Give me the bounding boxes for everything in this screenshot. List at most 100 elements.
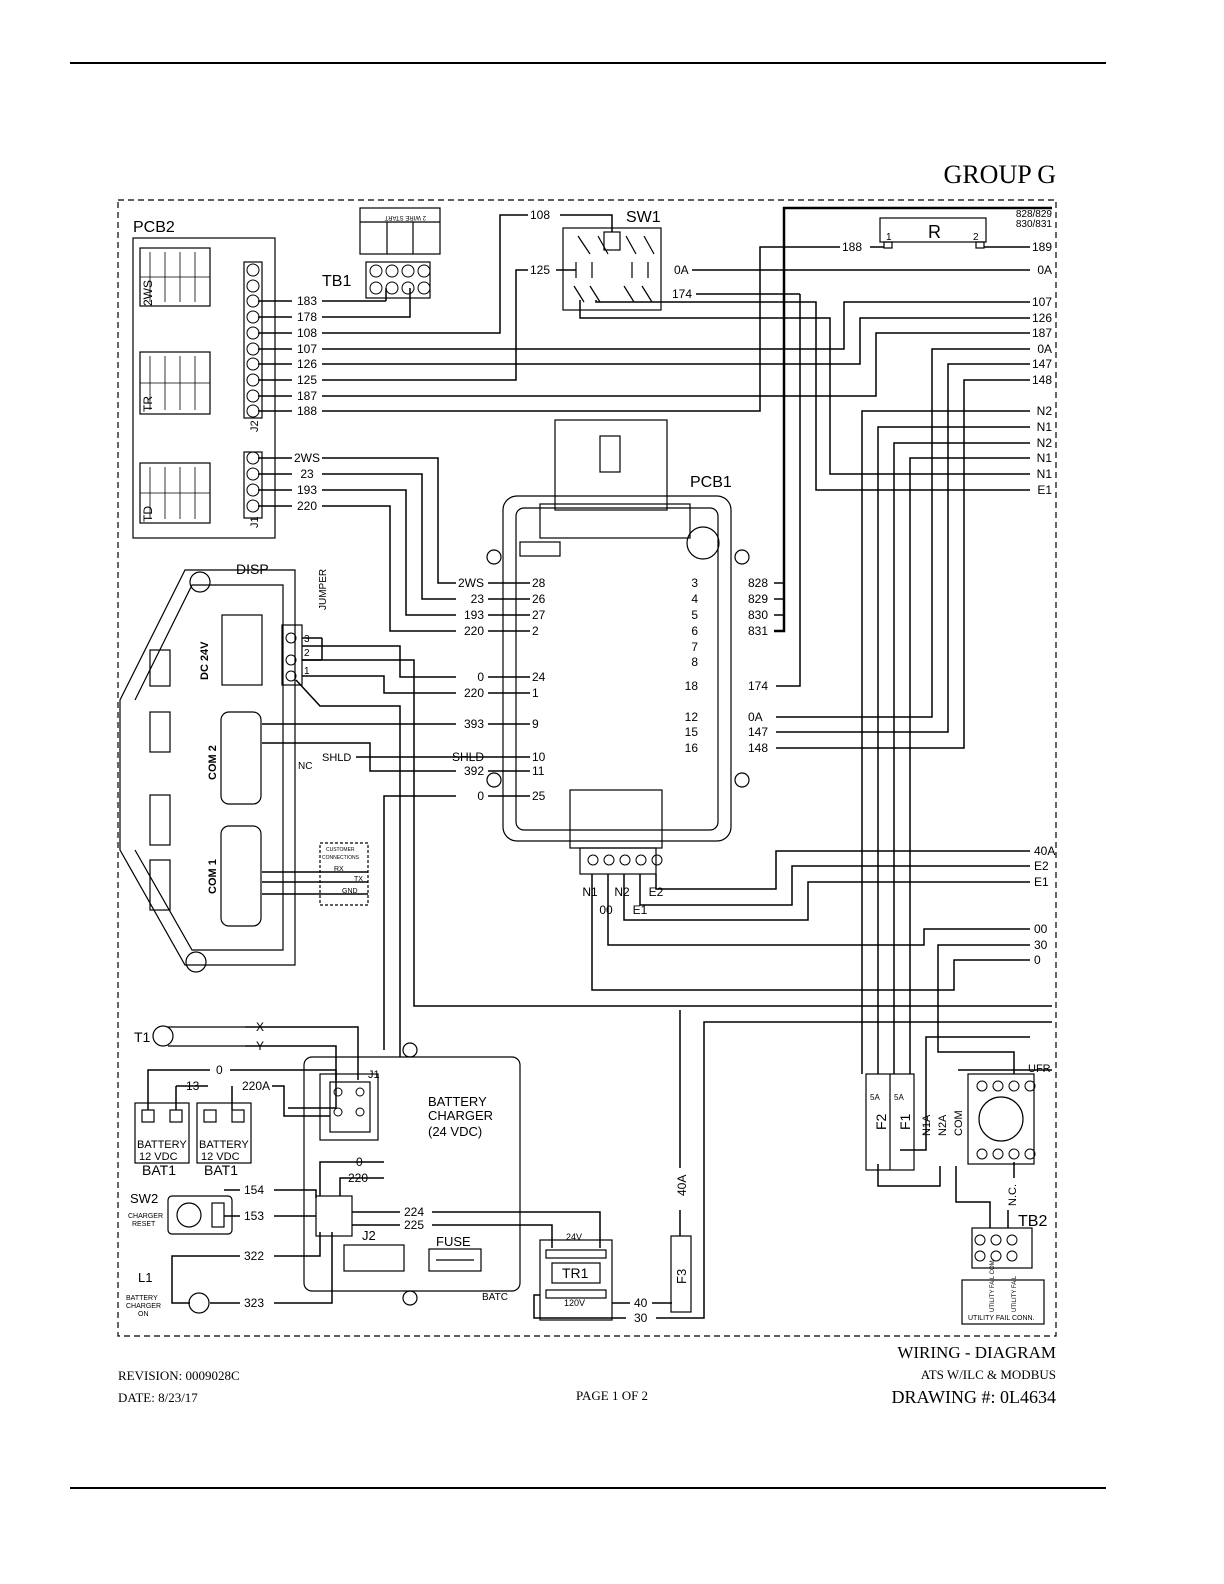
tr1-label: TR1 — [562, 1265, 589, 1281]
sw1-wire-right-top: 0A — [674, 263, 689, 277]
batc-label: BATC — [482, 1292, 508, 1303]
right-edge-bottom-00-3: 00 — [1034, 922, 1048, 936]
sw1-wire-right-bottom: 174 — [672, 287, 692, 301]
pcb1-right-pin-5: 5 — [691, 608, 698, 622]
f3-label: F3 — [674, 1269, 689, 1284]
f3-wire-40a: 40A — [675, 1175, 689, 1196]
f2-rating: 5A — [870, 1093, 880, 1102]
shld-label-left: SHLD — [322, 752, 351, 764]
relay-r-pin2: 2 — [973, 232, 979, 243]
utility-fail-conn-label: UTILITY FAIL CONN. — [968, 1315, 1035, 1322]
ufr-label: UFR — [1028, 1063, 1051, 1075]
right-edge-bottom-0-5: 0 — [1034, 953, 1041, 967]
pcb2-j2-wire-187: 187 — [297, 389, 317, 403]
pcb1-left-wire-8: 392 — [464, 764, 484, 778]
title-block-subtitle: ATS W/ILC & MODBUS — [920, 1367, 1056, 1382]
pcb1-right-wire-3: 831 — [748, 624, 768, 638]
battery-2-volts: 12 VDC — [201, 1151, 240, 1163]
battery-1-box — [134, 1102, 190, 1164]
pcb1-left-wire-1: 23 — [471, 592, 485, 606]
pcb1-bottom-N1-0: N1 — [582, 885, 598, 899]
pcb1-left-wire-2: 193 — [464, 608, 484, 622]
pcb1-left-pin-11: 11 — [532, 764, 545, 778]
charger-j2-label: J2 — [362, 1228, 376, 1243]
charger-j1 — [319, 1073, 379, 1141]
com1-label: COM 1 — [207, 859, 219, 894]
dc-24v-connector — [221, 614, 263, 686]
pcb2-j2-wire-125: 125 — [297, 373, 317, 387]
jumper-block — [281, 624, 303, 686]
pcb1-right-pin-16: 16 — [685, 741, 699, 755]
pcb1-ribbon-connector — [554, 419, 668, 511]
pcb1-left-wire-0: 2WS — [458, 576, 484, 590]
t1-label: T1 — [134, 1029, 151, 1045]
pcb2-j1-wire-23: 23 — [300, 467, 314, 481]
t1-wire-y: Y — [256, 1039, 264, 1053]
pcb1-left-wire-7: SHLD — [452, 750, 484, 764]
pcb1-bottom-E1-3: E1 — [633, 903, 648, 917]
pcb1-left-wire-3: 220 — [464, 624, 484, 638]
dc24v-label: DC 24V — [199, 641, 211, 680]
right-edge-top-3: 0A — [1037, 263, 1052, 277]
top-rule — [70, 62, 1106, 64]
charger-wire-225: 225 — [404, 1218, 424, 1232]
f2-label: F2 — [873, 1113, 889, 1130]
relay-r-box — [879, 217, 987, 243]
charger-fuse-label: FUSE — [436, 1234, 471, 1249]
pcb1-right-pin-18: 18 — [685, 679, 699, 693]
battery-2-text: BATTERY — [199, 1139, 249, 1151]
pcb1-right-pin-6: 6 — [691, 624, 698, 638]
charger-wire-0: 0 — [356, 1155, 363, 1169]
t1-wire-x: X — [256, 1020, 264, 1034]
disp-label: DISP — [236, 561, 269, 577]
battery-1-volts: 12 VDC — [139, 1151, 178, 1163]
right-edge-top-0: 828/829 — [1016, 209, 1053, 220]
battery-wire-0: 0 — [216, 1063, 223, 1077]
two-wire-start-box — [359, 207, 441, 255]
f1-label: F1 — [897, 1113, 913, 1130]
title-block-drawing-number: DRAWING #: 0L4634 — [891, 1387, 1056, 1407]
gnd-label: GND — [342, 888, 358, 895]
pcb1-left-wire-6: 393 — [464, 717, 484, 731]
pcb2-j2-wire-188: 188 — [297, 404, 317, 418]
sw1-wire-in-left: 125 — [530, 263, 550, 277]
pcb1-right-pin-15: 15 — [685, 725, 699, 739]
right-edge-top-9: 148 — [1032, 373, 1052, 387]
right-edge-top-10: N2 — [1037, 404, 1053, 418]
nc-short-label: NC — [298, 761, 312, 772]
right-edge-top-15: E1 — [1037, 483, 1052, 497]
pcb1-right-pin-12: 12 — [685, 710, 699, 724]
battery-1-text: BATTERY — [137, 1139, 187, 1151]
group-title: GROUP G — [943, 160, 1056, 189]
date-text: DATE: 8/23/17 — [118, 1390, 198, 1405]
right-edge-top-7: 0A — [1037, 342, 1052, 356]
charger-wire-322: 322 — [244, 1249, 264, 1263]
page-number: PAGE 1 OF 2 — [575, 1388, 649, 1403]
com1-port — [220, 825, 262, 927]
pcb1-outline — [502, 495, 732, 842]
charger-line2: CHARGER — [428, 1108, 493, 1123]
pcb1-right-pin-7: 7 — [691, 640, 698, 654]
relay-td-label: TD — [141, 506, 155, 522]
charger-wire-224: 224 — [404, 1205, 424, 1219]
pcb1-bottom-E2-4: E2 — [649, 885, 664, 899]
sw1-wire-in-top: 108 — [530, 208, 550, 222]
tr1-wire-40: 40 — [634, 1296, 648, 1310]
com2-port — [220, 711, 262, 805]
charger-wire-153: 153 — [244, 1209, 264, 1223]
utility-label-1: UTILITY FAIL COM. — [990, 1258, 996, 1312]
relay-r-pin1: 1 — [886, 232, 892, 243]
pcb2-j2-wire-178: 178 — [297, 310, 317, 324]
jumper-pin-3: 3 — [304, 634, 310, 645]
relay-r-label: R — [928, 222, 941, 242]
pcb2-j1-strip — [243, 451, 263, 519]
pcb2-j2-strip — [243, 261, 263, 419]
right-edge-bottom-E2-1: E2 — [1034, 859, 1049, 873]
right-edge-top-12: N2 — [1037, 436, 1053, 450]
com-label: COM — [953, 1110, 965, 1136]
customer-conn-2: CONNECTIONS — [322, 855, 360, 861]
pcb2-label: PCB2 — [133, 219, 175, 236]
pcb2-outline — [132, 237, 276, 539]
bottom-rule — [70, 1487, 1106, 1489]
